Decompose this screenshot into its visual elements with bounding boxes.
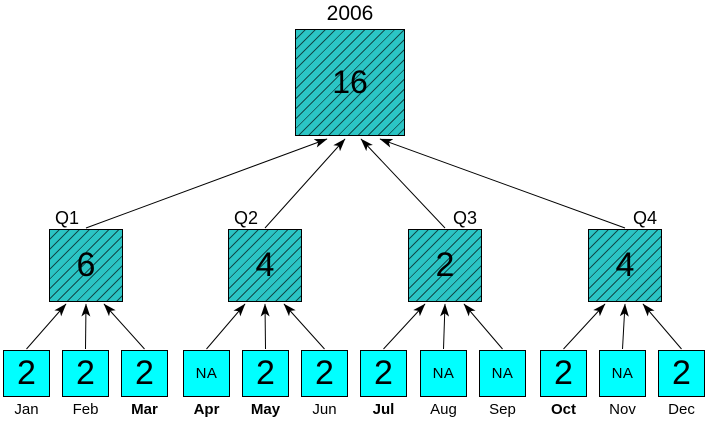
label-apr: Apr [193,401,220,418]
label-q1: Q1 [55,208,80,228]
jun-value: 2 [315,354,334,392]
aug-value: NA [432,365,455,382]
sep-value: NA [491,365,514,382]
label-sep: Sep [489,401,516,418]
node-year-total: 16 [295,29,405,136]
label-mar: Mar [131,401,158,418]
apr-value: NA [195,365,218,382]
node-month-jul: 2 [360,350,407,397]
jan-value: 2 [17,354,36,392]
node-q2: 4 [228,229,302,302]
q4-value: 4 [615,246,635,284]
dec-value: 2 [672,354,691,392]
q2-value: 4 [255,246,275,284]
node-month-apr: NA [183,350,230,397]
label-dec: Dec [668,401,695,418]
edge-aug-q3 [440,303,450,350]
node-month-mar: 2 [121,350,168,397]
node-month-dec: 2 [658,350,705,397]
edge-mar-q1 [103,303,145,350]
label-oct: Oct [550,401,576,418]
label-jun: Jun [312,401,337,418]
node-month-sep: NA [479,350,526,397]
label-q3: Q3 [452,208,477,228]
nov-value: NA [611,365,634,382]
mar-value: 2 [135,354,154,392]
label-jul: Jul [372,401,395,418]
node-month-oct: 2 [540,350,587,397]
year-total-value: 16 [332,64,368,100]
node-month-jun: 2 [301,350,348,397]
node-q3: 2 [408,229,482,302]
label-aug: Aug [430,401,457,418]
q1-value: 6 [76,246,96,284]
year-title: 2006 [326,2,374,25]
edge-oct-q4 [563,303,606,350]
edge-jul-q3 [383,303,426,350]
edge-sep-q3 [463,303,503,350]
edge-dec-q4 [642,303,682,350]
edge-jan-q1 [26,303,67,350]
oct-value: 2 [554,354,573,392]
node-month-aug: NA [420,350,467,397]
label-nov: Nov [609,401,636,418]
edge-apr-q2 [206,303,246,350]
label-jan: Jan [14,401,39,418]
feb-value: 2 [76,354,95,392]
node-month-may: 2 [242,350,289,397]
edge-feb-q1 [81,303,91,350]
edge-may-q2 [260,303,270,350]
may-value: 2 [256,354,275,392]
label-q4: Q4 [632,208,657,228]
q3-value: 2 [435,246,455,284]
label-may: May [250,401,281,418]
node-q1: 6 [49,229,123,302]
edge-jun-q2 [283,303,325,350]
node-month-jan: 2 [3,350,50,397]
edge-nov-q4 [619,303,629,350]
node-month-nov: NA [599,350,646,397]
node-q4: 4 [588,229,662,302]
label-feb: Feb [72,401,99,418]
jul-value: 2 [374,354,393,392]
label-q2: Q2 [234,208,259,228]
node-month-feb: 2 [62,350,109,397]
